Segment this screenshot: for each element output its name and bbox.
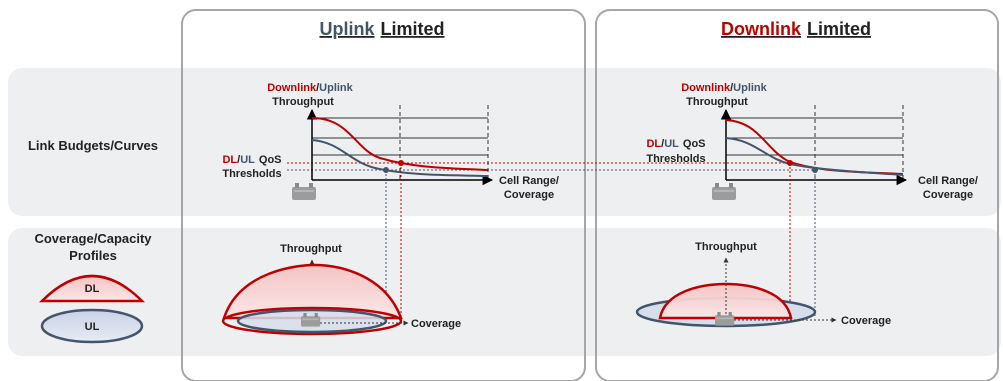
legend-dl-dome	[38, 274, 146, 303]
panel-title-uplink: Uplink Limited	[319, 19, 444, 39]
threshold-label-2: Thresholds	[222, 168, 281, 180]
chart-y-label-sep: /	[730, 82, 733, 94]
row-label-link-budgets: Link Budgets/Curves	[28, 138, 158, 153]
chart-y-label-ul: Uplink	[319, 82, 353, 94]
threshold-label-ul: UL	[664, 138, 679, 150]
downlink-coverage-profile: Throughput Coverage	[635, 241, 891, 328]
chart-x-label-2: Coverage	[504, 189, 554, 201]
legend-ul-disc	[40, 308, 144, 344]
legend-dl-label: DL	[85, 283, 100, 295]
chart-y-label-2: Throughput	[686, 96, 748, 108]
row-band-link-budgets	[8, 68, 1001, 216]
chart-x-label-1: Cell Range/	[918, 175, 978, 187]
chart-dl-curve	[311, 117, 489, 171]
panel-title-downlink-rest: Limited	[807, 19, 871, 39]
chart-y-label-ul: Uplink	[733, 82, 767, 94]
panel-title-uplink-highlight: Uplink	[319, 19, 375, 39]
threshold-label-dl: DL	[222, 154, 237, 166]
threshold-label-1: DL/UL QoS	[222, 154, 281, 166]
chart-x-label-1: Cell Range/	[499, 175, 559, 187]
dl-coverage-dome	[222, 263, 403, 320]
threshold-label-ul: UL	[240, 154, 255, 166]
threshold-label-qos: QoS	[259, 154, 282, 166]
profile-coverage-label: Coverage	[841, 315, 891, 327]
chart-ul-curve	[311, 139, 489, 177]
legend-ul-label: UL	[85, 321, 100, 333]
panel-downlink-limited	[595, 9, 999, 381]
panel-uplink-limited	[181, 9, 586, 381]
uplink-coverage-profile: Throughput Coverage	[221, 243, 461, 336]
profile-coverage-label: Coverage	[411, 318, 461, 330]
threshold-label-sep: /	[661, 138, 664, 150]
chart-y-label-1: Downlink/Uplink	[267, 82, 353, 94]
chart-x-label-2: Coverage	[923, 189, 973, 201]
panel-title-downlink-highlight: Downlink	[721, 19, 802, 39]
row-label-coverage-1: Coverage/Capacity	[34, 231, 152, 246]
profile-throughput-label: Throughput	[695, 241, 757, 253]
chart-y-label-dl: Downlink	[267, 82, 317, 94]
chart-y-label-sep: /	[316, 82, 319, 94]
chart-y-label-dl: Downlink	[681, 82, 731, 94]
row-band-coverage	[8, 228, 1001, 356]
threshold-label-dl: DL	[646, 138, 661, 150]
dl-coverage-ring	[221, 306, 403, 336]
threshold-label-1: DL/UL QoS	[646, 138, 705, 150]
threshold-label-qos: QoS	[683, 138, 706, 150]
chart-y-label-2: Throughput	[272, 96, 334, 108]
threshold-label-2: Thresholds	[646, 153, 705, 165]
threshold-label-sep: /	[237, 154, 240, 166]
profile-throughput-label: Throughput	[280, 243, 342, 255]
panel-title-uplink-rest: Limited	[381, 19, 445, 39]
chart-y-label-1: Downlink/Uplink	[681, 82, 767, 94]
row-label-coverage-2: Profiles	[69, 248, 117, 263]
